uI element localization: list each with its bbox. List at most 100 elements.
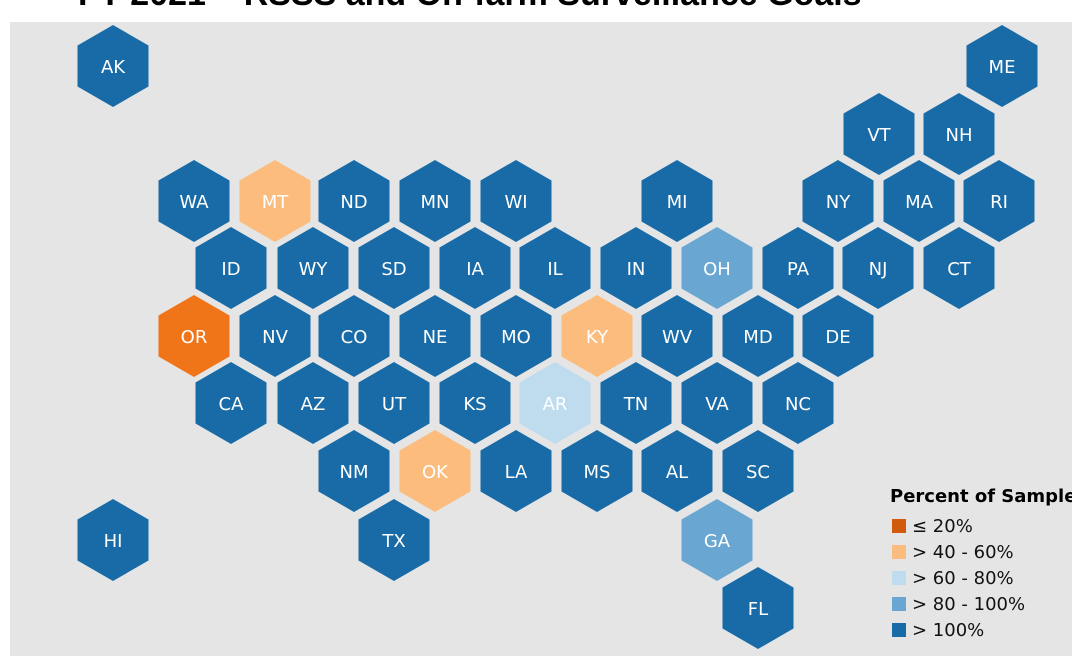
legend-swatch (892, 597, 906, 611)
state-hex-mn[interactable]: MN (399, 160, 471, 242)
state-hex-ak[interactable]: AK (77, 25, 149, 107)
state-hex-shape (318, 430, 390, 512)
legend-swatch (892, 519, 906, 533)
state-hex-mi[interactable]: MI (641, 160, 713, 242)
state-hex-shape (277, 362, 349, 444)
state-hex-me[interactable]: ME (966, 25, 1038, 107)
state-hex-shape (480, 160, 552, 242)
state-label: OK (422, 462, 449, 483)
state-label: ME (989, 57, 1016, 78)
state-hex-nm[interactable]: NM (318, 430, 390, 512)
state-hex-tx[interactable]: TX (358, 499, 430, 581)
state-hex-shape (561, 295, 633, 377)
state-hex-sc[interactable]: SC (722, 430, 794, 512)
state-label: CT (947, 259, 972, 280)
state-label: MT (262, 192, 290, 213)
state-hex-co[interactable]: CO (318, 295, 390, 377)
state-hex-ut[interactable]: UT (358, 362, 430, 444)
state-hex-ar[interactable]: AR (519, 362, 591, 444)
state-label: MI (667, 192, 688, 213)
state-hex-nc[interactable]: NC (762, 362, 834, 444)
state-label: NH (946, 125, 973, 146)
state-hex-shape (681, 227, 753, 309)
state-hex-az[interactable]: AZ (277, 362, 349, 444)
state-hex-shape (802, 160, 874, 242)
state-hex-ga[interactable]: GA (681, 499, 753, 581)
state-hex-la[interactable]: LA (480, 430, 552, 512)
state-hex-vt[interactable]: VT (843, 93, 915, 175)
state-hex-shape (439, 227, 511, 309)
state-label: VA (705, 394, 729, 415)
state-label: OH (703, 259, 731, 280)
state-hex-ny[interactable]: NY (802, 160, 874, 242)
state-hex-shape (883, 160, 955, 242)
state-hex-or[interactable]: OR (158, 295, 230, 377)
state-hex-ks[interactable]: KS (439, 362, 511, 444)
state-hex-ia[interactable]: IA (439, 227, 511, 309)
state-hex-mo[interactable]: MO (480, 295, 552, 377)
state-label: AZ (301, 394, 326, 415)
state-hex-ms[interactable]: MS (561, 430, 633, 512)
state-label: ND (340, 192, 367, 213)
state-hex-shape (239, 295, 311, 377)
state-hex-shape (966, 25, 1038, 107)
state-hex-in[interactable]: IN (600, 227, 672, 309)
state-hex-wv[interactable]: WV (641, 295, 713, 377)
state-hex-shape (722, 567, 794, 649)
state-hex-shape (923, 227, 995, 309)
state-hex-ca[interactable]: CA (195, 362, 267, 444)
state-hex-pa[interactable]: PA (762, 227, 834, 309)
state-hex-shape (519, 362, 591, 444)
state-hex-tn[interactable]: TN (600, 362, 672, 444)
state-hex-ne[interactable]: NE (399, 295, 471, 377)
state-label: MA (905, 192, 934, 213)
state-hex-sd[interactable]: SD (358, 227, 430, 309)
state-hex-hi[interactable]: HI (77, 499, 149, 581)
state-label: GA (704, 531, 731, 552)
state-hex-id[interactable]: ID (195, 227, 267, 309)
state-hex-shape (762, 227, 834, 309)
state-hex-ma[interactable]: MA (883, 160, 955, 242)
state-hex-nd[interactable]: ND (318, 160, 390, 242)
state-hex-shape (358, 227, 430, 309)
state-hex-oh[interactable]: OH (681, 227, 753, 309)
state-label: AK (101, 57, 126, 78)
state-hex-shape (195, 227, 267, 309)
state-hex-shape (519, 227, 591, 309)
state-hex-shape (318, 295, 390, 377)
state-hex-al[interactable]: AL (641, 430, 713, 512)
state-hex-nj[interactable]: NJ (842, 227, 914, 309)
state-hex-nh[interactable]: NH (923, 93, 995, 175)
state-hex-mt[interactable]: MT (239, 160, 311, 242)
legend-item: > 60 - 80% (890, 565, 1072, 591)
state-hex-il[interactable]: IL (519, 227, 591, 309)
state-hex-wa[interactable]: WA (158, 160, 230, 242)
state-hex-de[interactable]: DE (802, 295, 874, 377)
state-hex-md[interactable]: MD (722, 295, 794, 377)
state-hex-nv[interactable]: NV (239, 295, 311, 377)
state-hex-shape (843, 93, 915, 175)
state-hex-ky[interactable]: KY (561, 295, 633, 377)
legend-item: ≤ 20% (890, 513, 1072, 539)
state-hex-wi[interactable]: WI (480, 160, 552, 242)
state-hex-shape (77, 25, 149, 107)
state-hex-shape (480, 295, 552, 377)
state-hex-ct[interactable]: CT (923, 227, 995, 309)
state-hex-fl[interactable]: FL (722, 567, 794, 649)
state-hex-shape (77, 499, 149, 581)
state-hex-shape (842, 227, 914, 309)
legend-label: > 80 - 100% (912, 593, 1026, 615)
state-hex-shape (439, 362, 511, 444)
state-hex-ok[interactable]: OK (399, 430, 471, 512)
state-hex-ri[interactable]: RI (963, 160, 1035, 242)
state-label: WV (662, 327, 693, 348)
state-hex-shape (681, 499, 753, 581)
state-label: HI (104, 531, 123, 552)
state-hex-shape (399, 160, 471, 242)
state-hex-va[interactable]: VA (681, 362, 753, 444)
state-hex-wy[interactable]: WY (277, 227, 349, 309)
state-label: MN (421, 192, 450, 213)
state-hex-shape (802, 295, 874, 377)
state-hex-shape (318, 160, 390, 242)
state-hex-shape (158, 295, 230, 377)
